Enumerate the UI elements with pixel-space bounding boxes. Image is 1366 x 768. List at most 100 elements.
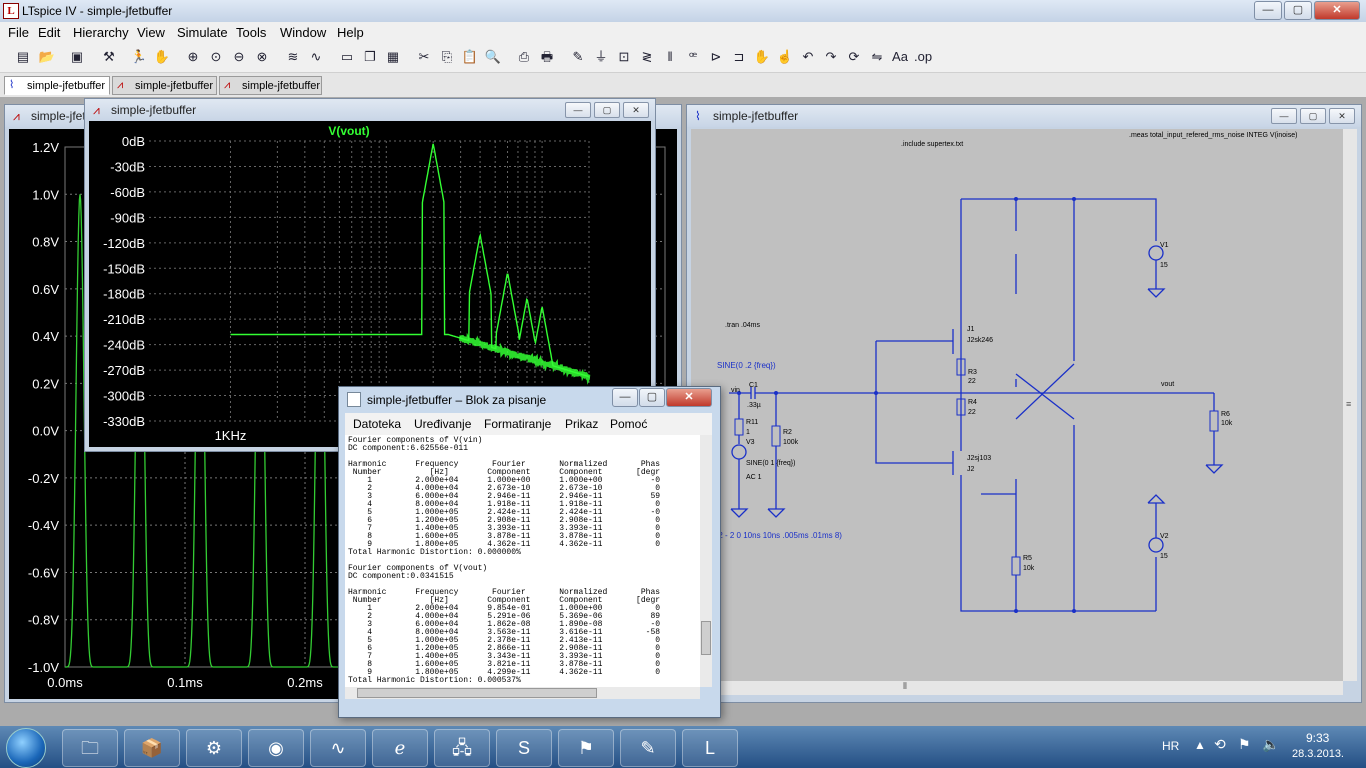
schematic-vertical-scrollbar[interactable]: ≡ <box>1343 129 1357 681</box>
v2-label[interactable]: V2 <box>1160 533 1169 540</box>
print-setup-icon[interactable]: 🖶 <box>538 48 556 66</box>
ltspice-icon[interactable]: L <box>682 729 738 767</box>
window-tile-icon[interactable]: ▭ <box>338 48 356 66</box>
close-button[interactable]: ✕ <box>1314 1 1360 20</box>
r11-label[interactable]: R11 <box>746 419 758 426</box>
minimize-button[interactable]: — <box>612 388 638 407</box>
halt-icon[interactable]: ✋ <box>153 48 171 66</box>
close-button[interactable]: ✕ <box>623 102 649 118</box>
schematic-window[interactable]: ⌇ simple-jfetbuffer — ▢ ✕ <box>686 104 1362 703</box>
mirror-icon[interactable]: ⇋ <box>868 48 886 66</box>
package-icon[interactable]: 📦 <box>124 729 180 767</box>
tab-waveform-2[interactable]: ⩘ simple-jfetbuffer <box>219 76 322 95</box>
menu-window[interactable]: Window <box>280 25 326 40</box>
component-icon[interactable]: ⊐ <box>730 48 748 66</box>
maximize-button[interactable]: ▢ <box>1300 108 1326 124</box>
close-button[interactable]: ✕ <box>666 388 712 407</box>
v1-value[interactable]: 15 <box>1160 262 1168 269</box>
maximize-button[interactable]: ▢ <box>594 102 620 118</box>
cut-icon[interactable]: ✂ <box>415 48 433 66</box>
text-icon[interactable]: Aa <box>891 48 909 66</box>
v3-label[interactable]: V3 <box>746 439 755 446</box>
autorange-icon[interactable]: ≋ <box>284 48 302 66</box>
menu-view[interactable]: View <box>137 25 165 40</box>
volume-icon[interactable]: 🔈 <box>1262 736 1279 753</box>
j2-label[interactable]: J2 <box>967 466 974 473</box>
zoom-out-icon[interactable]: ⊖ <box>230 48 248 66</box>
menu-formatiranje[interactable]: Formatiranje <box>484 417 551 431</box>
resistor-icon[interactable]: ≷ <box>638 48 656 66</box>
capacitor-icon[interactable]: ‖ <box>661 48 679 66</box>
r5-value[interactable]: 10k <box>1023 565 1034 572</box>
tab-waveform-1[interactable]: ⩘ simple-jfetbuffer <box>112 76 217 95</box>
explorer-icon[interactable]: 🗀 <box>62 729 118 767</box>
ie-icon[interactable]: ℯ <box>372 729 428 767</box>
r6-label[interactable]: R6 <box>1221 411 1230 418</box>
maximize-button[interactable]: ▢ <box>639 388 665 407</box>
update-icon[interactable]: ⟲ <box>1214 736 1226 753</box>
new-schematic-icon[interactable]: ▤ <box>14 48 32 66</box>
v2-value[interactable]: 15 <box>1160 553 1168 560</box>
r2-value[interactable]: 100k <box>783 439 798 446</box>
control-panel-icon[interactable]: ⚒ <box>100 48 118 66</box>
tray-up-arrow-icon[interactable]: ▲ <box>1194 738 1206 752</box>
notepad-icon[interactable]: ✎ <box>620 729 676 767</box>
j1-label[interactable]: J1 <box>967 326 974 333</box>
scroll-thumb[interactable] <box>357 688 597 698</box>
notepad-text-area[interactable]: Fourier components of V(vin)DC component… <box>345 435 700 687</box>
schematic-canvas[interactable]: .include supertex.txt .meas total_input_… <box>691 129 1343 681</box>
move-icon[interactable]: ✋ <box>753 48 771 66</box>
rotate-icon[interactable]: ⟳ <box>845 48 863 66</box>
clock-date[interactable]: 28.3.2013. <box>1292 748 1344 760</box>
r6-value[interactable]: 10k <box>1221 420 1232 427</box>
diode-icon[interactable]: ⊳ <box>707 48 725 66</box>
save-icon[interactable]: ▣ <box>68 48 86 66</box>
menu-edit[interactable]: Edit <box>38 25 60 40</box>
window-cascade-icon[interactable]: ❐ <box>361 48 379 66</box>
menu-hierarchy[interactable]: Hierarchy <box>73 25 129 40</box>
browser-icon[interactable]: ◉ <box>248 729 304 767</box>
close-button[interactable]: ✕ <box>1329 108 1355 124</box>
action-center-icon[interactable]: ⚑ <box>1238 736 1251 753</box>
zoom-pan-icon[interactable]: ⊙ <box>207 48 225 66</box>
wire-icon[interactable]: ✎ <box>569 48 587 66</box>
zoom-in-icon[interactable]: ⊕ <box>184 48 202 66</box>
vin-net-label[interactable]: vin <box>731 387 740 394</box>
sine2-source[interactable]: SINE(0 1 {freq}) <box>746 460 795 467</box>
language-indicator[interactable]: HR <box>1162 739 1179 753</box>
start-button[interactable] <box>6 728 46 768</box>
c1-label[interactable]: C1 <box>749 382 758 389</box>
menu-datoteka[interactable]: Datoteka <box>353 417 401 431</box>
inductor-icon[interactable]: ꟹ <box>684 48 702 66</box>
notepad-window[interactable]: simple-jfetbuffer – Blok za pisanje — ▢ … <box>338 386 721 718</box>
schematic-horizontal-scrollbar[interactable]: ⦀ <box>691 681 1343 695</box>
label-icon[interactable]: ⊡ <box>615 48 633 66</box>
run-icon[interactable]: 🏃 <box>130 48 148 66</box>
spice-directive-icon[interactable]: .op <box>914 48 932 66</box>
tran-directive[interactable]: .tran .04ms <box>725 322 760 329</box>
network-icon[interactable]: 🖧 <box>434 729 490 767</box>
redo-icon[interactable]: ↷ <box>822 48 840 66</box>
minimize-button[interactable]: — <box>1254 1 1282 20</box>
j2-model[interactable]: J2sj103 <box>967 455 991 462</box>
pulse-source[interactable]: )(2 - 2 0 10ns 10ns .005ms .01ms 8) <box>713 531 842 540</box>
ac-source[interactable]: AC 1 <box>746 474 762 481</box>
maximize-button[interactable]: ▢ <box>1284 1 1312 20</box>
ground-icon[interactable]: ⏚ <box>592 48 610 66</box>
notepad-horizontal-scrollbar[interactable] <box>345 687 700 699</box>
tool-icon[interactable]: ⚙ <box>186 729 242 767</box>
menu-help[interactable]: Help <box>337 25 364 40</box>
skype-icon[interactable]: S <box>496 729 552 767</box>
r3-label[interactable]: R3 <box>968 369 977 376</box>
c1-value[interactable]: .33µ <box>747 402 761 409</box>
pdf-icon[interactable]: ⚑ <box>558 729 614 767</box>
minimize-button[interactable]: — <box>565 102 591 118</box>
r4-label[interactable]: R4 <box>968 399 977 406</box>
j1-model[interactable]: J2sk246 <box>967 337 993 344</box>
paste-icon[interactable]: 📋 <box>461 48 479 66</box>
undo-icon[interactable]: ↶ <box>799 48 817 66</box>
waveform-icon[interactable]: ∿ <box>307 48 325 66</box>
clock-time[interactable]: 9:33 <box>1306 731 1329 745</box>
menu-pomoc[interactable]: Pomoć <box>610 417 647 431</box>
r11-value[interactable]: 1 <box>746 429 750 436</box>
